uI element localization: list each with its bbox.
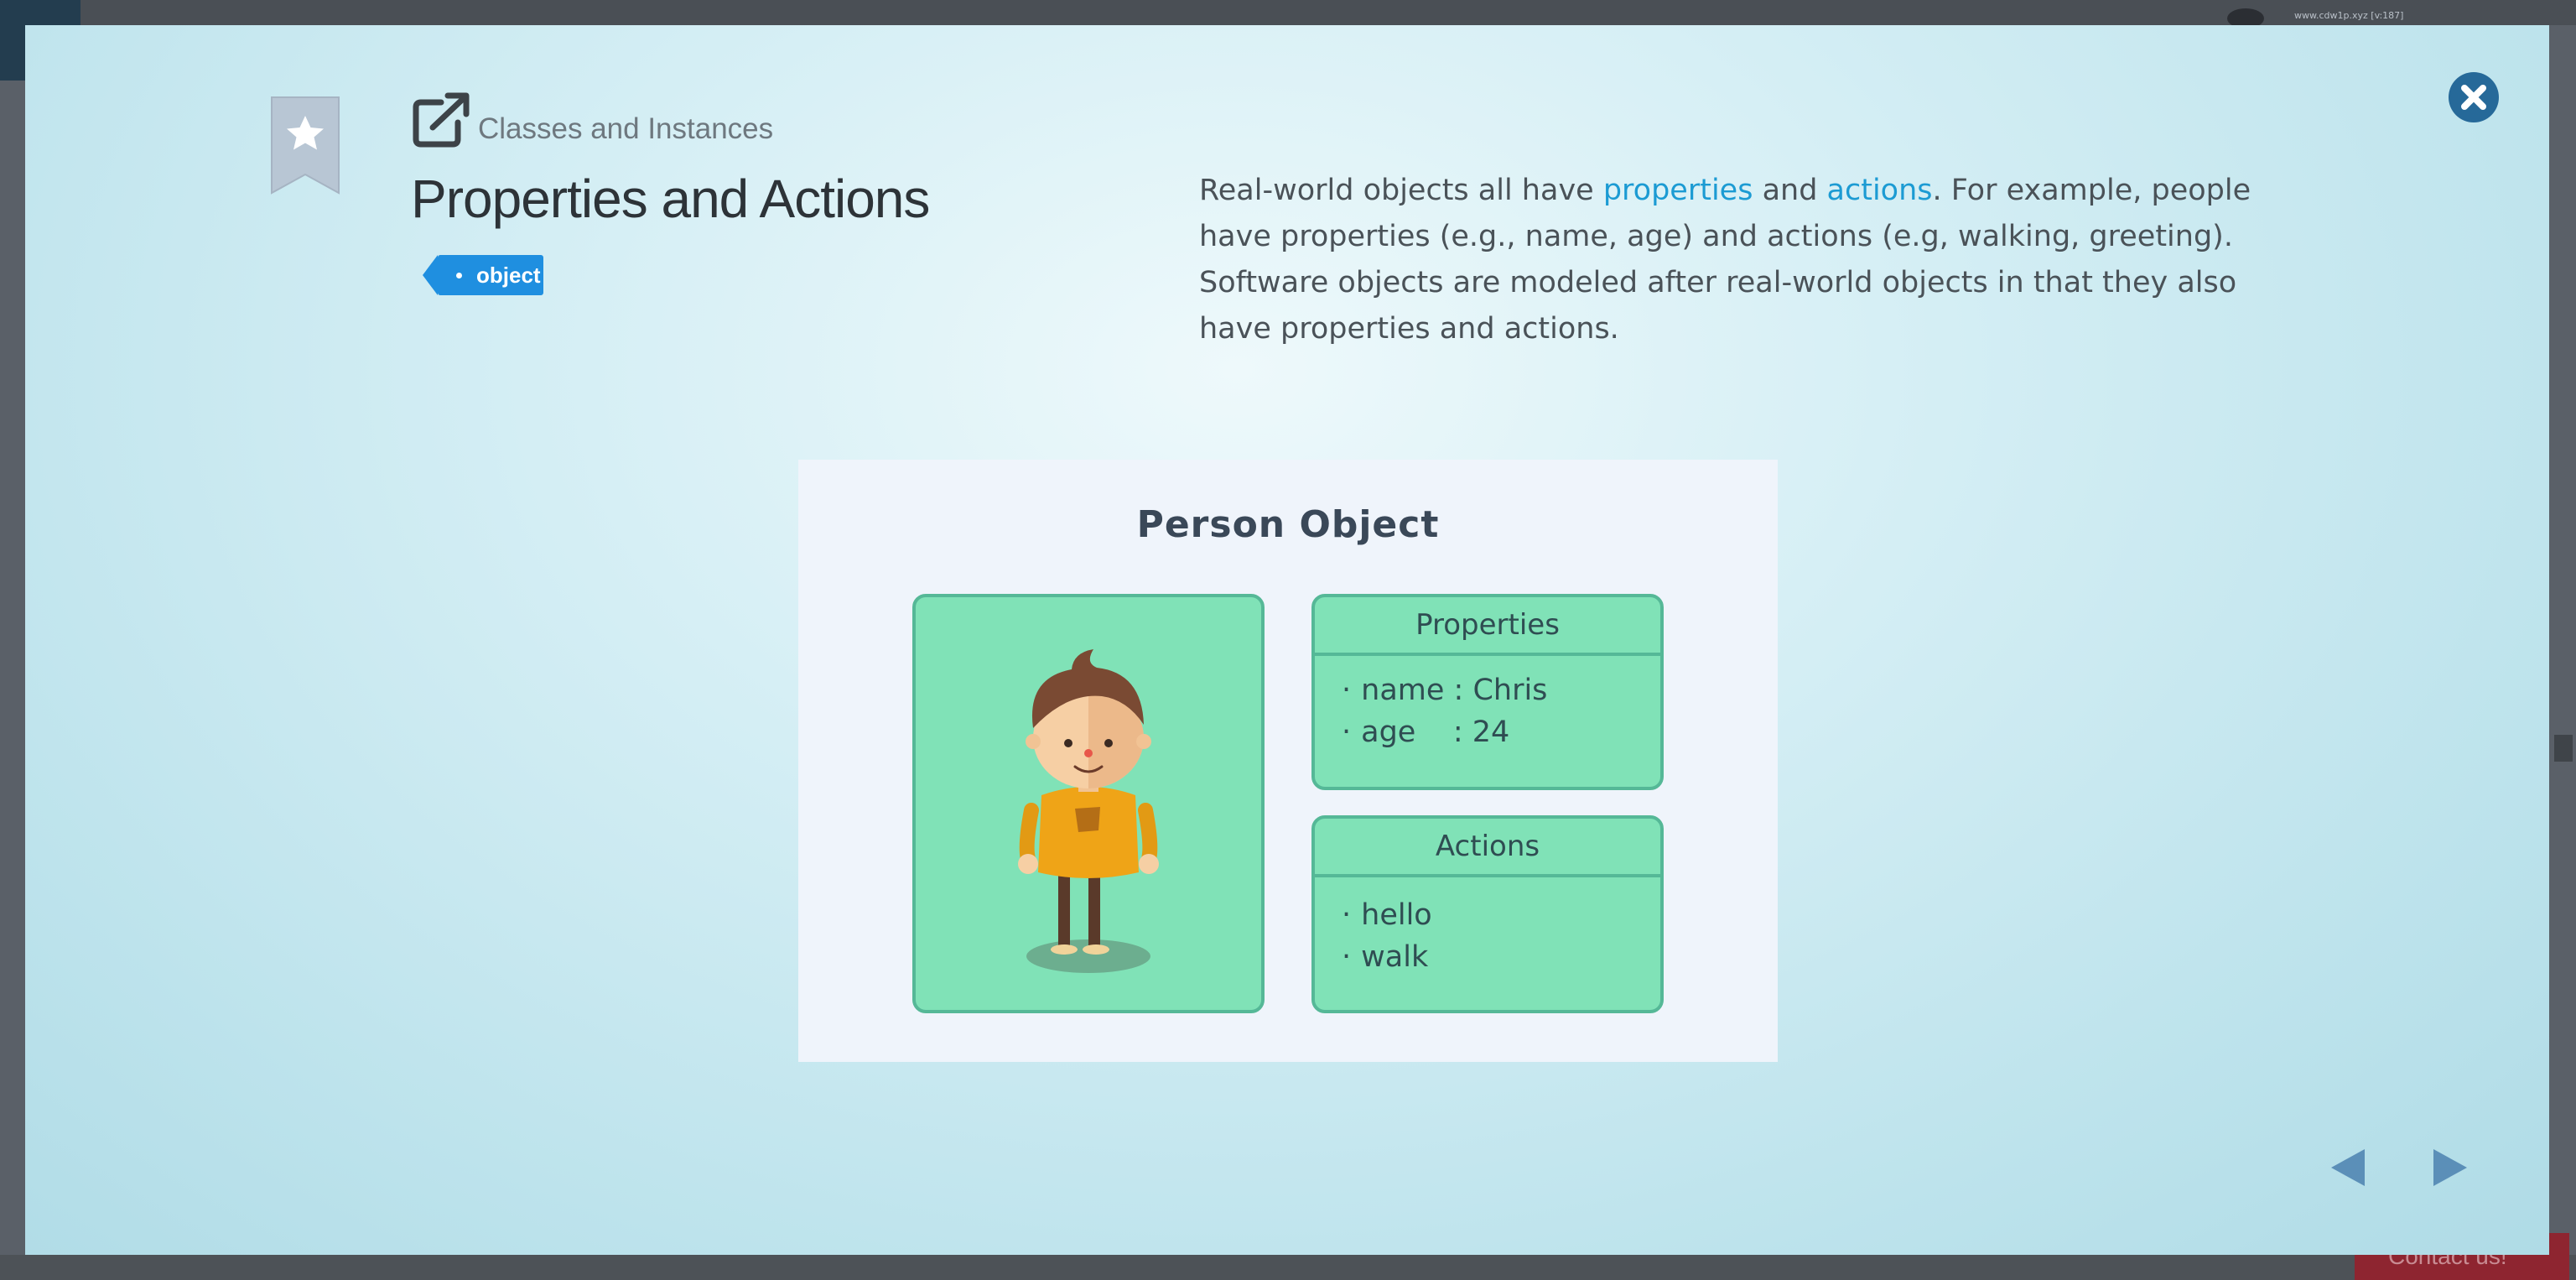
bullet: · <box>1342 940 1352 974</box>
list-item: · name : Chris <box>1342 669 1660 711</box>
properties-header: Properties <box>1315 597 1660 656</box>
previous-button[interactable] <box>2326 1146 2370 1189</box>
person-illustration <box>1018 649 1159 973</box>
person-object-diagram: Person Object <box>798 460 1778 1062</box>
bullet: · <box>1342 898 1352 932</box>
actions-header: Actions <box>1315 819 1660 877</box>
external-link-icon <box>413 92 470 148</box>
bookmark-button[interactable] <box>268 96 342 196</box>
bullet: · <box>1342 674 1352 707</box>
link-properties[interactable]: properties <box>1602 174 1753 207</box>
description-part2: and <box>1753 174 1827 207</box>
background-scrollbar <box>2554 735 2573 762</box>
breadcrumb[interactable]: Classes and Instances <box>478 112 774 145</box>
arrow-right-icon <box>2433 1149 2467 1186</box>
properties-panel: Properties · name : Chris · age : 24 <box>1311 594 1664 790</box>
action-walk: walk <box>1361 940 1429 974</box>
actions-list: · hello · walk <box>1315 877 1660 978</box>
diagram-title: Person Object <box>1136 503 1440 546</box>
close-button[interactable] <box>2449 72 2499 122</box>
lesson-modal: Classes and Instances Properties and Act… <box>25 25 2549 1255</box>
action-hello: hello <box>1361 898 1432 932</box>
list-item: · walk <box>1342 936 1660 978</box>
list-item: · hello <box>1342 894 1660 936</box>
property-age: age : 24 <box>1361 715 1510 749</box>
bookmark-star-icon <box>271 96 340 195</box>
close-icon <box>2461 85 2486 110</box>
bullet: · <box>1342 715 1352 749</box>
actions-panel: Actions · hello · walk <box>1311 815 1664 1013</box>
person-illustration-panel <box>912 594 1265 1013</box>
description: Real-world objects all have properties a… <box>1199 168 2314 352</box>
description-part1: Real-world objects all have <box>1199 174 1603 207</box>
property-name: name : Chris <box>1361 674 1548 707</box>
link-actions[interactable]: actions <box>1826 174 1933 207</box>
background-url-text: www.cdw1p.xyz [v:187] <box>2294 10 2404 21</box>
background-topbar <box>0 0 2576 25</box>
background-bottom-bar <box>0 1255 2576 1280</box>
tag-label: object <box>476 263 541 288</box>
tag-dot-icon <box>456 273 462 278</box>
external-link-button[interactable] <box>411 92 471 149</box>
list-item: · age : 24 <box>1342 711 1660 753</box>
properties-list: · name : Chris · age : 24 <box>1315 656 1660 753</box>
tag-object[interactable]: object <box>423 255 543 295</box>
next-button[interactable] <box>2428 1146 2472 1189</box>
arrow-left-icon <box>2331 1149 2365 1186</box>
description-part3: . For example, people have properties (e… <box>1199 174 2251 346</box>
page-title: Properties and Actions <box>411 169 930 229</box>
